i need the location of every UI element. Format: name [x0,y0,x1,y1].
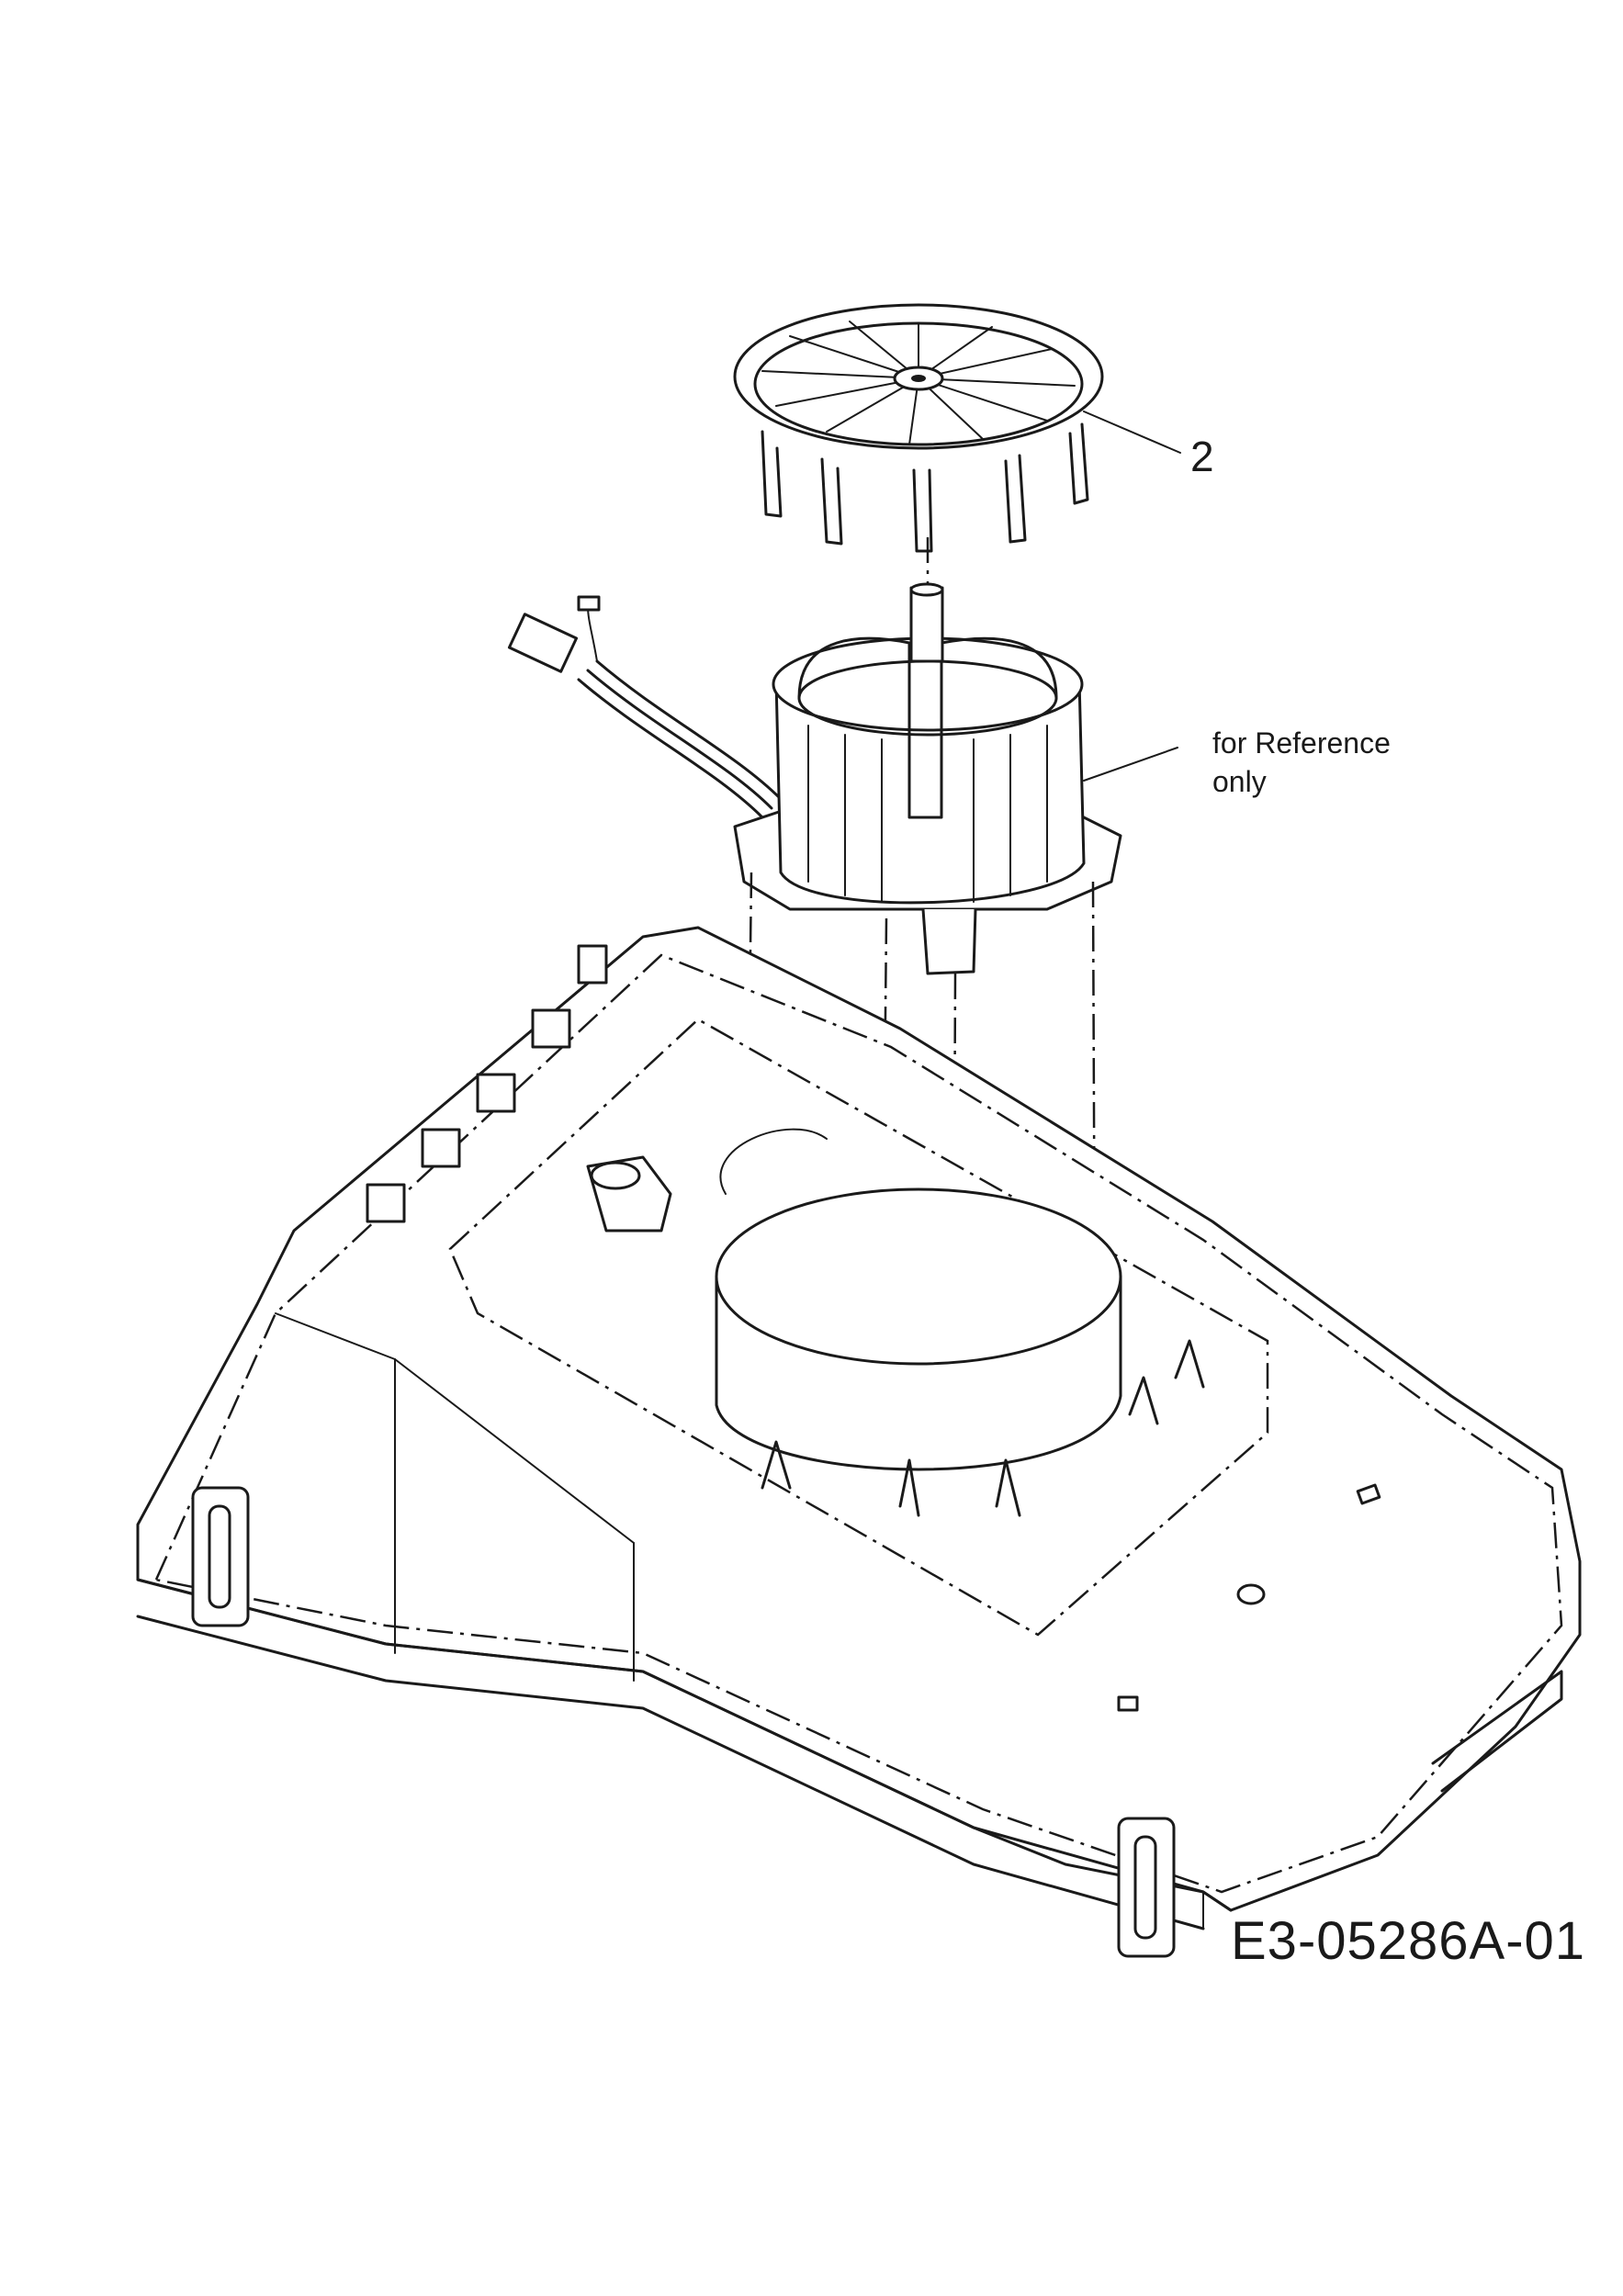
motor-part [507,582,1178,975]
drawing-id: E3-05286A-01 [1231,1911,1586,1971]
callout-number: 2 [1190,433,1214,480]
mower-housing [136,926,1582,1958]
fan-part [733,303,1181,553]
reference-note: for Reference only [1212,726,1391,798]
